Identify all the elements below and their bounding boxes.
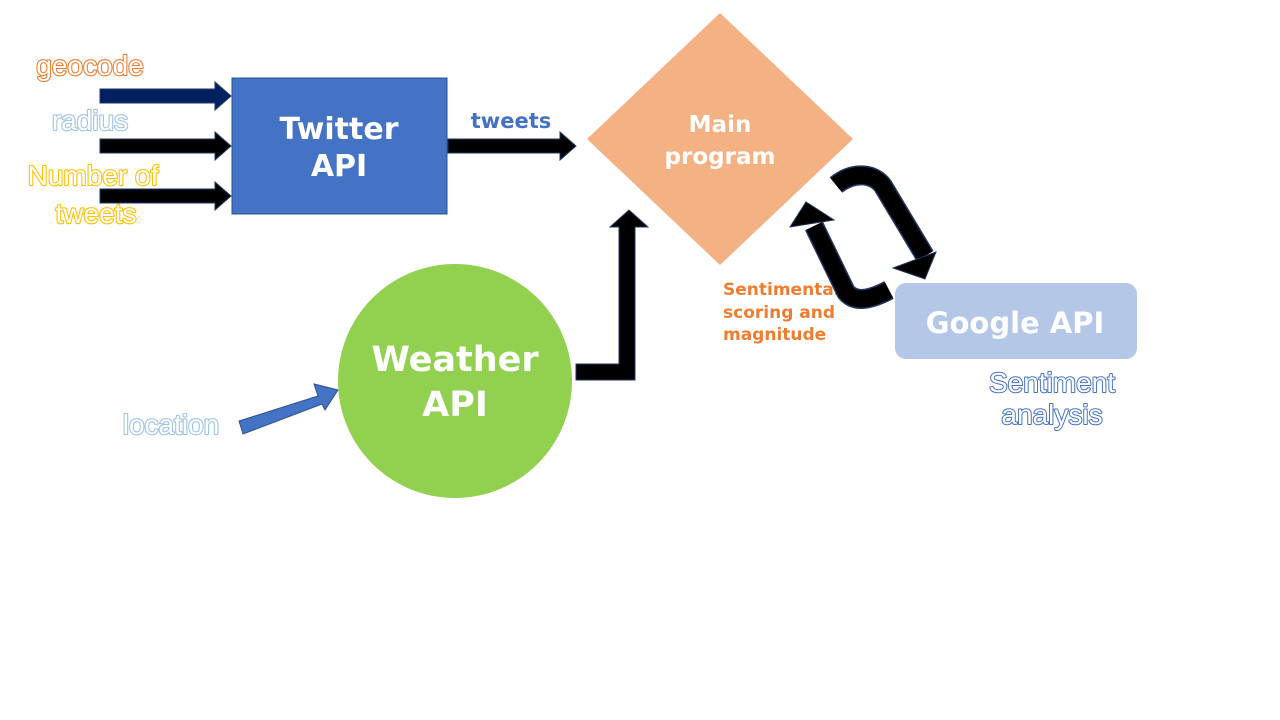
sentimental-label-line2: scoring and bbox=[723, 303, 835, 323]
main-program-label-line2: program bbox=[665, 144, 776, 170]
main-program-label-line1: Main bbox=[689, 112, 752, 138]
sentimental-label-line1: Sentimental bbox=[723, 280, 840, 300]
main-to-google-arrowhead bbox=[891, 251, 937, 280]
weather-to-main-arrow bbox=[575, 209, 650, 381]
number-of-tweets-label-line1: Number of bbox=[28, 160, 159, 191]
twitter-api-label-line2: API bbox=[311, 149, 367, 184]
exchange-arrows bbox=[788, 165, 937, 309]
twitter-api-box bbox=[231, 77, 448, 215]
radius-arrow bbox=[99, 130, 232, 162]
weather-api-label-line2: API bbox=[422, 385, 488, 425]
twitter-api-label-line1: Twitter bbox=[280, 112, 399, 147]
google-api-label: Google API bbox=[926, 306, 1105, 340]
weather-api-label-line1: Weather bbox=[371, 340, 539, 380]
location-label: location bbox=[123, 409, 220, 440]
geocode-arrow bbox=[99, 80, 232, 112]
number-of-tweets-arrow bbox=[99, 180, 232, 212]
tweets-label: tweets bbox=[471, 109, 551, 133]
main-program-diamond bbox=[587, 13, 853, 265]
sentimental-label-line3: magnitude bbox=[723, 325, 826, 345]
google-api-box bbox=[895, 283, 1137, 359]
tweets-arrow bbox=[447, 130, 577, 162]
google-to-main-arrow-core bbox=[806, 222, 893, 308]
sentiment-analysis-label-line2: analysis bbox=[1001, 399, 1102, 430]
sentiment-analysis-label-line1: Sentiment bbox=[989, 367, 1115, 398]
geocode-label: geocode bbox=[36, 50, 143, 81]
location-arrow bbox=[238, 383, 339, 435]
radius-label: radius bbox=[52, 105, 128, 136]
weather-api-circle bbox=[338, 264, 572, 498]
main-to-google-arrow-core bbox=[830, 166, 933, 261]
google-to-main-arrowhead bbox=[788, 201, 836, 228]
